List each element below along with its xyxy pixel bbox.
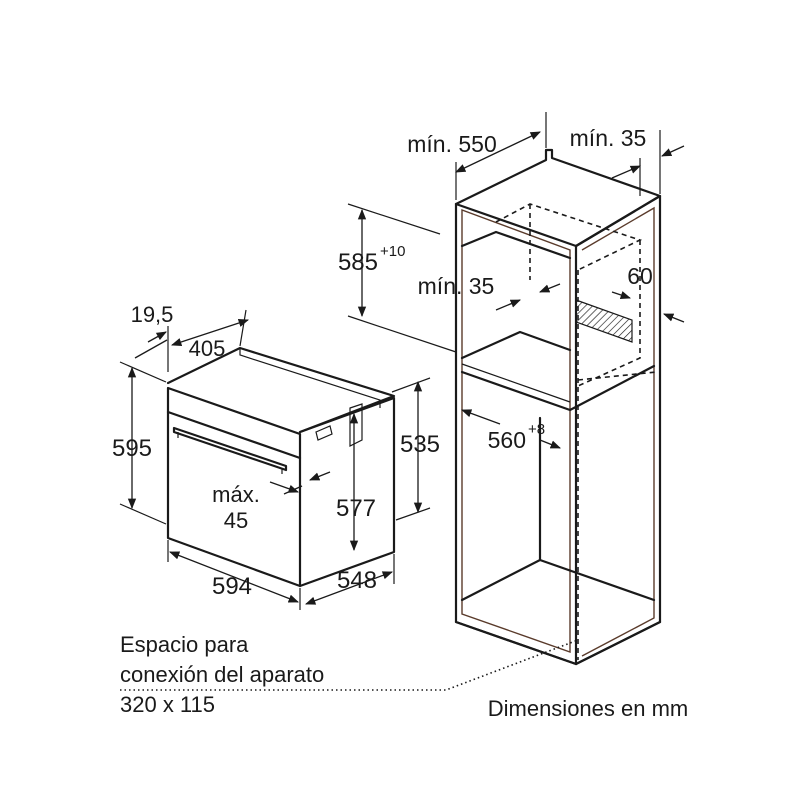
label-548: 548	[337, 567, 377, 594]
label-560-tolerance: +8	[528, 421, 545, 438]
cabinet-middle-shelf	[460, 330, 572, 360]
dim-19-5-arrow	[147, 331, 167, 343]
dim-595-ext-bottom	[119, 503, 167, 525]
label-560: 560	[488, 427, 526, 453]
cabinet-side-inner	[581, 206, 655, 657]
label-connection-line2: conexión del aparato	[120, 662, 324, 687]
dim-405-line	[171, 318, 249, 347]
dim-585-ext-top	[347, 203, 441, 235]
oven-door-edge	[166, 410, 302, 460]
label-535: 535	[400, 431, 440, 458]
label-594: 594	[212, 573, 252, 600]
dim-max45-arrow-in	[269, 481, 299, 493]
dim-594-line	[169, 551, 299, 603]
label-connection-line3: 320 x 115	[120, 692, 215, 717]
cabinet-upper-shelf	[460, 230, 572, 260]
label-19-5: 19,5	[131, 302, 174, 327]
labels: 19,5 405 595 535 577 máx. 45 594 548 mín…	[112, 125, 688, 721]
cabinet-oven-shelf-edge	[461, 363, 571, 403]
connection-leader	[120, 639, 579, 691]
oven-flange	[239, 348, 381, 408]
dim-560-arrow-left	[461, 409, 501, 425]
dim-595-ext-top	[119, 361, 167, 383]
dim-gap35-arrow-b	[539, 283, 561, 293]
niche-dashed-right	[577, 240, 641, 387]
dim-535-ext-top	[391, 377, 431, 393]
label-595: 595	[112, 435, 152, 462]
label-60: 60	[627, 263, 653, 289]
label-405: 405	[189, 336, 226, 361]
oven-side-face	[298, 396, 396, 588]
oven-latch	[315, 425, 333, 441]
dim-60-arrow	[611, 291, 631, 299]
oven-door-handle	[172, 426, 288, 472]
niche-dashed-shelf	[577, 371, 657, 381]
label-connection-line1: Espacio para	[120, 632, 249, 657]
cabinet-dimensions	[120, 112, 685, 691]
dim-405-ext-right	[239, 309, 247, 347]
dim-550-line	[455, 131, 541, 173]
label-max-value: 45	[224, 508, 248, 533]
dim-19-5-line	[134, 339, 168, 359]
label-min-550: mín. 550	[407, 131, 497, 157]
oven-dimensions	[119, 309, 431, 610]
label-585: 585	[338, 249, 378, 276]
dim-548-line	[305, 571, 393, 605]
cabinet-oven-shelf	[460, 364, 656, 412]
label-units: Dimensiones en mm	[488, 696, 689, 721]
dim-max45-arrow-top	[309, 471, 331, 481]
label-min-35-rear: mín. 35	[570, 125, 647, 151]
cabinet-drawing	[454, 148, 662, 666]
dim-60-arrow-right	[663, 313, 685, 323]
dim-gap35-arrow-a	[495, 299, 521, 311]
oven-handle-mounts	[177, 432, 283, 474]
dim-rear35-arrow-a	[611, 165, 641, 179]
label-min-35-shelf: mín. 35	[418, 273, 495, 299]
label-max: máx.	[212, 482, 260, 507]
cabinet-lower-floor	[538, 558, 656, 602]
label-585-tolerance: +10	[380, 243, 405, 260]
cabinet-inner-frame	[461, 208, 571, 653]
cabinet-plinth	[454, 620, 662, 666]
oven-drawing	[166, 346, 396, 588]
ventilation-opening	[575, 299, 633, 343]
cabinet-top-face	[454, 148, 662, 248]
dim-585-ext-bottom	[347, 315, 457, 353]
dim-rear35-arrow-b	[661, 145, 685, 157]
dim-560-arrow-right	[539, 439, 561, 449]
dim-535-ext-bottom	[395, 507, 431, 521]
niche-dashed-top	[495, 203, 643, 271]
label-577: 577	[336, 495, 376, 522]
